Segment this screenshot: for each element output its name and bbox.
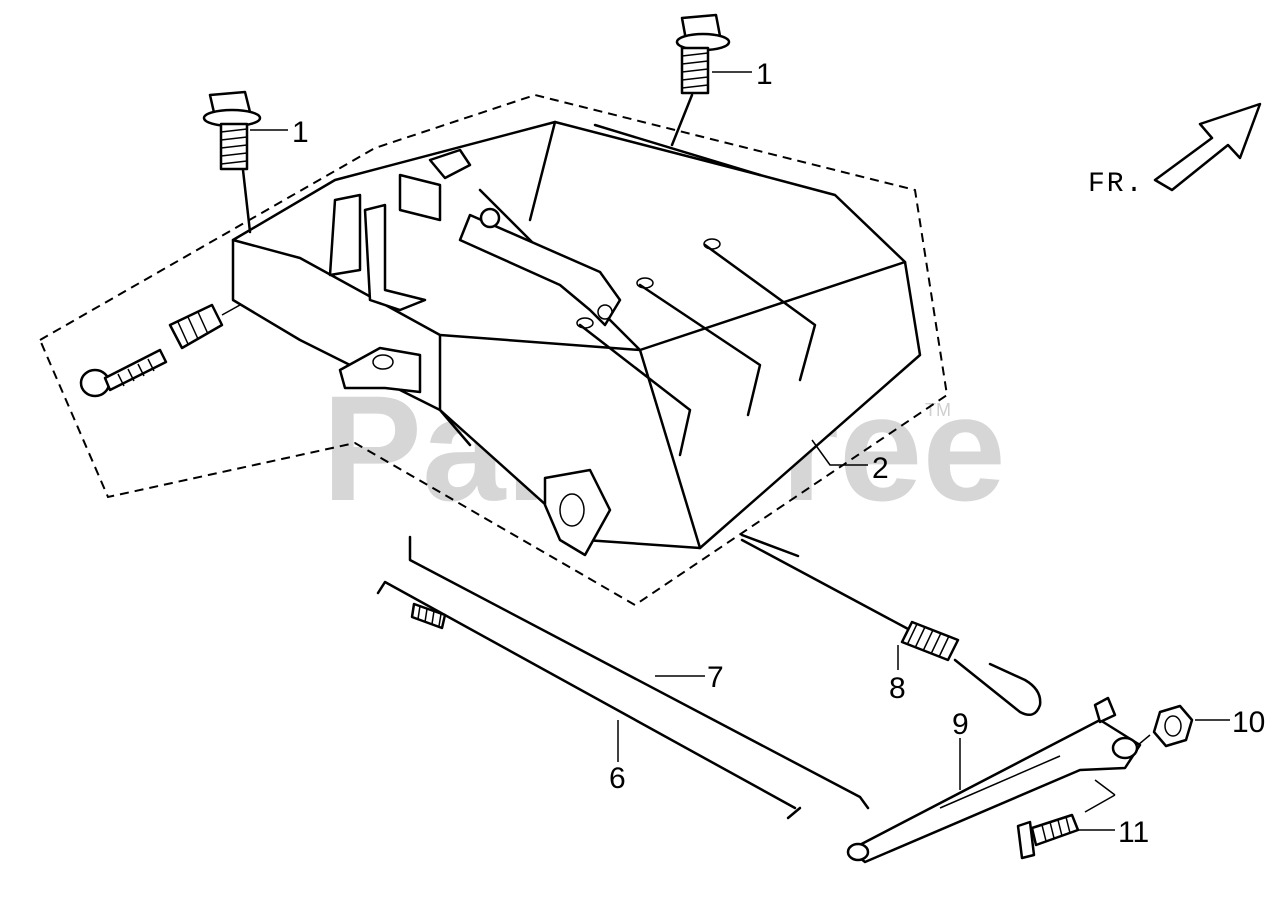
callout-7: 7 xyxy=(707,661,724,694)
direction-indicator: FR. xyxy=(1088,102,1262,200)
lever-part-9 xyxy=(846,696,1142,864)
callout-1-left: 1 xyxy=(292,116,309,149)
cover-part-2 xyxy=(231,120,922,557)
callout-8: 8 xyxy=(889,672,906,705)
bolt-part-1-left xyxy=(202,90,262,234)
leader-lines xyxy=(250,71,1230,831)
rod-part-7 xyxy=(408,535,870,810)
callout-6: 6 xyxy=(609,762,626,795)
assembly-boundary xyxy=(38,93,949,607)
bolt-part-1-right xyxy=(670,13,731,147)
nut-part-10 xyxy=(1137,704,1194,748)
cable-part-6 xyxy=(376,580,802,820)
callout-10: 10 xyxy=(1232,706,1265,739)
bolt-part-11 xyxy=(1016,779,1116,860)
arrow-up-right-icon xyxy=(1153,102,1262,192)
callout-9: 9 xyxy=(952,708,969,741)
callout-1-right: 1 xyxy=(756,58,773,91)
spring-part-8 xyxy=(740,533,1042,717)
direction-label: FR. xyxy=(1088,169,1144,200)
callout-2: 2 xyxy=(872,452,889,485)
callout-11: 11 xyxy=(1118,816,1149,849)
screw-left xyxy=(79,303,241,398)
watermark-tm: TM xyxy=(925,400,951,420)
